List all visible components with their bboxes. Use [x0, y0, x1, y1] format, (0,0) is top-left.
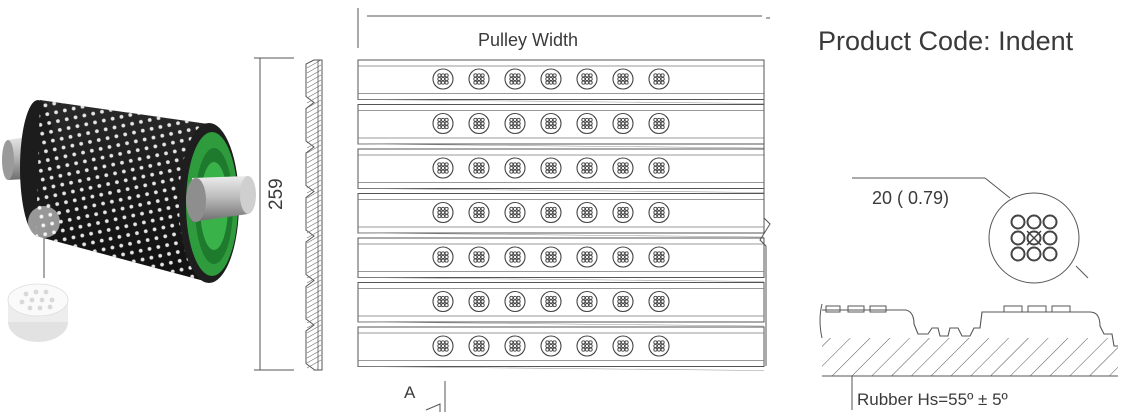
indent-cluster: [612, 335, 634, 357]
indent-cluster: [504, 201, 526, 224]
indent-cluster: [504, 157, 526, 179]
indent-cluster: [648, 112, 670, 135]
indent-cluster: [576, 201, 598, 224]
indent-cluster: [612, 290, 634, 313]
rubber-cross-section: [819, 303, 1118, 410]
indent-cluster: [432, 68, 454, 90]
lagging-strip: [357, 148, 765, 193]
indent-cluster: [432, 246, 454, 268]
indent-cluster: [648, 157, 670, 179]
pulley-illustration: [2, 100, 256, 342]
indent-cluster: [612, 201, 634, 224]
indent-cluster: [576, 246, 598, 268]
indent-cluster: [468, 112, 490, 135]
indent-cluster: [612, 246, 634, 268]
indent-cluster: [540, 157, 562, 179]
indent-cluster: [540, 112, 562, 135]
indent-cluster: [576, 157, 598, 179]
indent-cluster: [540, 201, 562, 224]
lagging-strip: [357, 104, 765, 149]
rubber-hardness-label: Rubber Hs=55º ± 5º: [857, 390, 1008, 409]
right-shaft: [192, 176, 248, 222]
indent-cluster: [468, 68, 490, 90]
indent-cluster: [468, 157, 490, 179]
indent-cluster: [432, 157, 454, 179]
lagging-strip: [357, 237, 765, 282]
lagging-strip: [357, 326, 765, 371]
indent-cluster: [432, 290, 454, 313]
indent-cluster: [540, 335, 562, 357]
indent-cluster: [504, 112, 526, 135]
lagging-strip: [357, 59, 765, 104]
indent-cluster: [576, 335, 598, 357]
indent-cluster: [540, 68, 562, 90]
indent-cluster: [612, 157, 634, 179]
indent-cluster: [648, 335, 670, 357]
indent-detail-circle: [988, 192, 1089, 284]
indent-cluster: [468, 335, 490, 357]
indent-cluster: [648, 290, 670, 313]
section-a-label: A: [404, 383, 416, 402]
indent-cluster: [504, 68, 526, 90]
indent-cluster: [432, 335, 454, 357]
indent-cluster: [648, 68, 670, 90]
lagging-strip: [357, 282, 765, 327]
indent-cluster: [612, 112, 634, 135]
indent-cluster: [576, 290, 598, 313]
indent-cluster: [540, 246, 562, 268]
indent-cluster: [540, 290, 562, 313]
indent-cluster: [468, 246, 490, 268]
lagging-strip: [357, 193, 765, 238]
indent-cluster: [648, 246, 670, 268]
indent-cluster: [432, 201, 454, 224]
indent-cluster: [504, 335, 526, 357]
indent-cluster: [432, 112, 454, 135]
indent-cluster: [576, 112, 598, 135]
indent-cluster: [468, 201, 490, 224]
indent-cluster: [504, 246, 526, 268]
indent-cluster: [648, 201, 670, 224]
pulley-width-label: Pulley Width: [478, 30, 579, 50]
indent-cluster: [468, 290, 490, 313]
indent-disc-icon: [7, 283, 69, 342]
lagging-strips: [357, 59, 765, 371]
side-profile: [305, 59, 323, 371]
product-code-title: Product Code: Indent: [818, 26, 1074, 56]
indent-cluster: [576, 68, 598, 90]
indent-cluster: [612, 68, 634, 90]
indent-cluster: [504, 290, 526, 313]
indent-size-label: 20 ( 0.79): [872, 188, 950, 208]
